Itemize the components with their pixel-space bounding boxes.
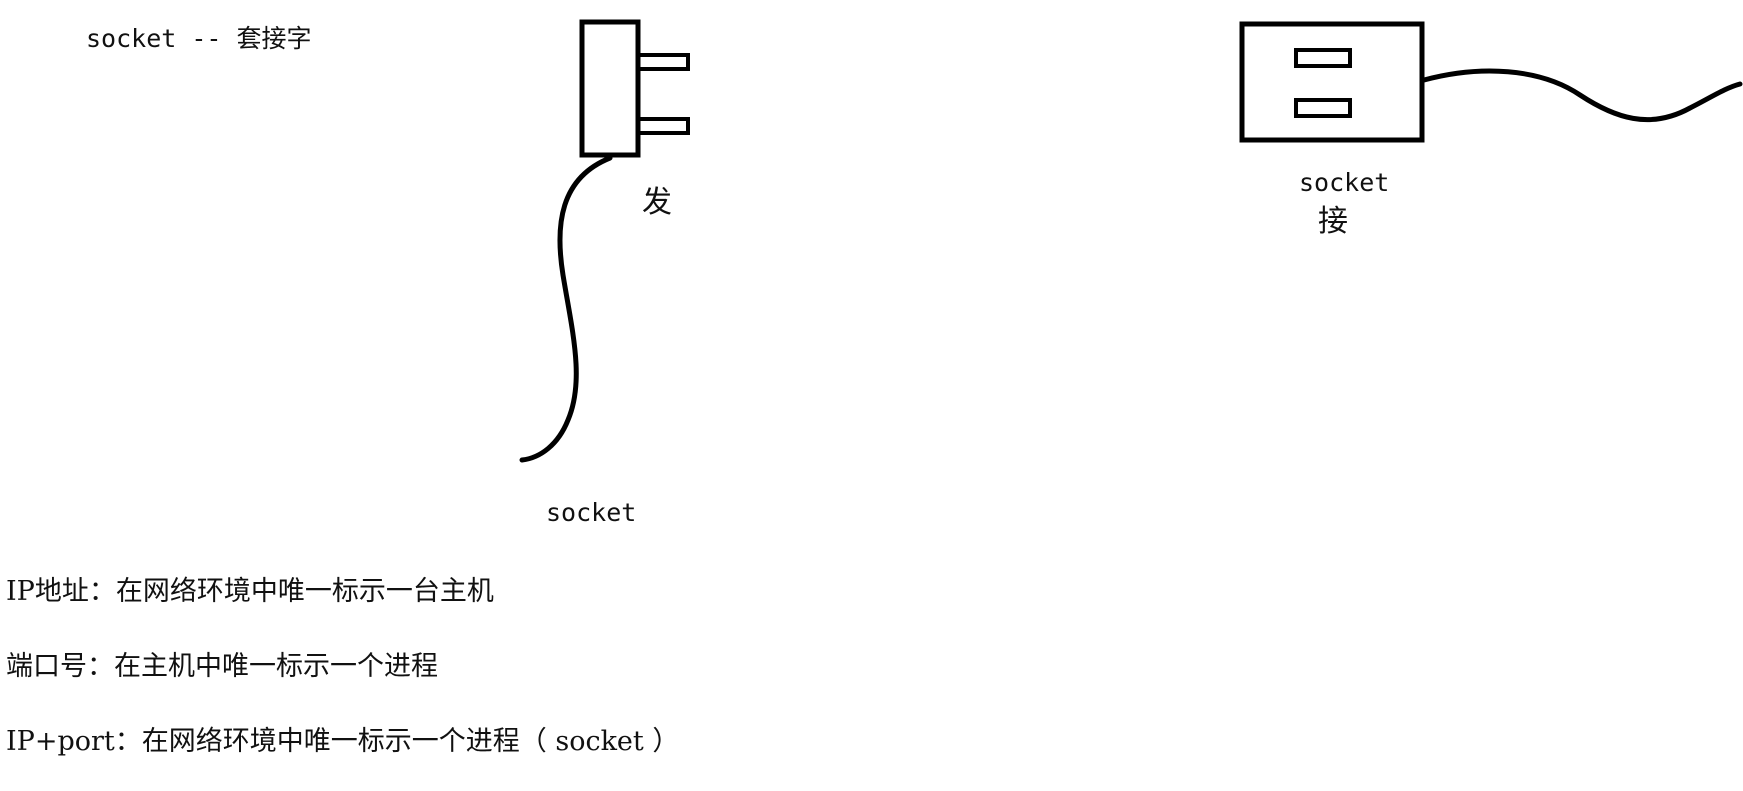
plug-icon bbox=[519, 19, 690, 463]
outlet-slot-bottom bbox=[1294, 98, 1352, 118]
definition-ip-address: IP地址：在网络环境中唯一标示一台主机 bbox=[6, 576, 494, 607]
outlet-body bbox=[1239, 21, 1425, 143]
definition-ip-port-socket: IP+port：在网络环境中唯一标示一个进程（ socket ） bbox=[6, 726, 680, 757]
outlet-cable bbox=[1421, 68, 1743, 123]
plug-socket-label: socket bbox=[546, 498, 637, 527]
outlet-icon bbox=[1239, 21, 1743, 143]
definition-port-number: 端口号：在主机中唯一标示一个进程 bbox=[6, 651, 438, 682]
plug-body bbox=[579, 19, 641, 158]
plug-cable bbox=[519, 155, 613, 463]
plug-send-label: 发 bbox=[642, 185, 672, 220]
plug-prong-top bbox=[636, 53, 690, 71]
outlet-slot-top bbox=[1294, 48, 1352, 68]
outlet-receive-label: 接 bbox=[1318, 204, 1348, 239]
diagram-title: socket -- 套接字 bbox=[86, 24, 312, 53]
outlet-socket-label: socket bbox=[1299, 168, 1390, 197]
plug-prong-bottom bbox=[636, 117, 690, 135]
